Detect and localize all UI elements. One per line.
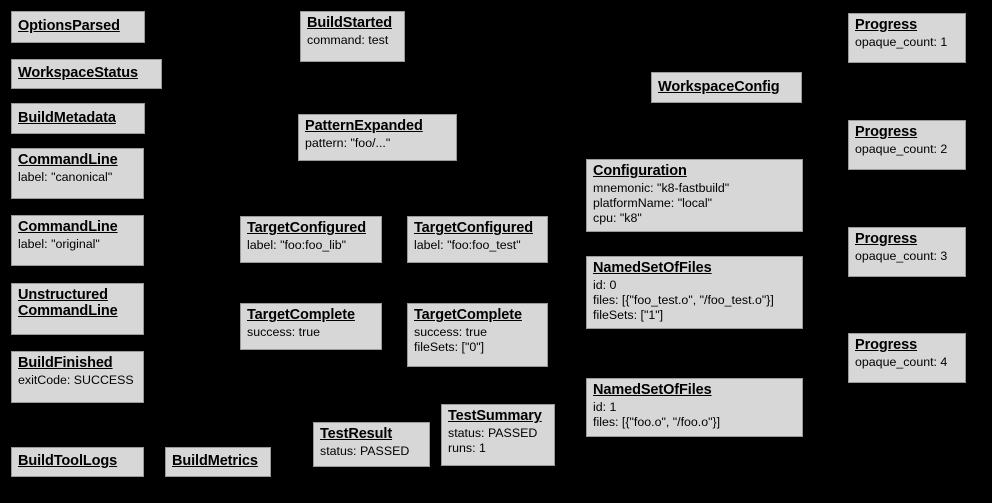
node-title: NamedSetOfFiles bbox=[593, 260, 712, 276]
node-field: fileSets: ["0"] bbox=[414, 340, 485, 355]
node-progress-4[interactable]: Progress opaque_count: 4 bbox=[848, 333, 966, 383]
node-title-line: Unstructured bbox=[18, 287, 108, 303]
node-field: platformName: "local" bbox=[593, 196, 712, 211]
node-fields: label: "original" bbox=[18, 237, 137, 252]
node-title: TestResult bbox=[320, 426, 393, 442]
node-fields: success: true bbox=[247, 325, 375, 340]
node-options-parsed[interactable]: OptionsParsed bbox=[11, 11, 145, 43]
node-progress-2[interactable]: Progress opaque_count: 2 bbox=[848, 120, 966, 170]
node-fields: pattern: "foo/..." bbox=[305, 136, 450, 151]
node-title-line: CommandLine bbox=[18, 303, 118, 320]
node-command-line-canonical[interactable]: CommandLine label: "canonical" bbox=[11, 148, 144, 199]
node-field: opaque_count: 3 bbox=[855, 249, 948, 264]
node-fields: label: "foo:foo_test" bbox=[414, 238, 541, 253]
node-title: TargetComplete bbox=[247, 307, 355, 323]
node-field: opaque_count: 2 bbox=[855, 142, 948, 157]
node-progress-3[interactable]: Progress opaque_count: 3 bbox=[848, 227, 966, 277]
node-field: label: "canonical" bbox=[18, 170, 113, 185]
node-title: BuildToolLogs bbox=[18, 453, 118, 470]
node-title: Progress bbox=[855, 17, 918, 33]
node-title: BuildMetrics bbox=[172, 453, 258, 470]
node-title: Configuration bbox=[593, 163, 687, 179]
node-fields: opaque_count: 4 bbox=[855, 355, 959, 370]
node-field: label: "foo:foo_test" bbox=[414, 238, 521, 253]
node-fields: opaque_count: 3 bbox=[855, 249, 959, 264]
node-field: id: 0 bbox=[593, 278, 617, 293]
node-field: success: true bbox=[247, 325, 320, 340]
node-fields: mnemonic: "k8-fastbuild"platformName: "l… bbox=[593, 181, 796, 226]
node-build-started[interactable]: BuildStarted command: test bbox=[300, 11, 405, 62]
node-pattern-expanded[interactable]: PatternExpanded pattern: "foo/..." bbox=[298, 114, 457, 161]
node-workspace-config[interactable]: WorkspaceConfig bbox=[651, 72, 802, 103]
node-title: TargetConfigured bbox=[414, 220, 533, 236]
node-field: cpu: "k8" bbox=[593, 211, 642, 226]
node-title: BuildStarted bbox=[307, 15, 393, 31]
node-field: status: PASSED bbox=[448, 426, 538, 441]
node-test-result[interactable]: TestResult status: PASSED bbox=[313, 422, 430, 467]
node-field: status: PASSED bbox=[320, 444, 410, 459]
node-title: WorkspaceConfig bbox=[658, 78, 780, 95]
node-fields: command: test bbox=[307, 33, 398, 48]
node-title: CommandLine bbox=[18, 219, 118, 235]
node-field: fileSets: ["1"] bbox=[593, 308, 664, 323]
node-field: opaque_count: 1 bbox=[855, 35, 948, 50]
node-configuration[interactable]: Configuration mnemonic: "k8-fastbuild"pla… bbox=[586, 159, 803, 232]
node-title: Progress bbox=[855, 231, 918, 247]
node-title: NamedSetOfFiles bbox=[593, 382, 712, 398]
node-fields: opaque_count: 1 bbox=[855, 35, 959, 50]
node-title: TargetComplete bbox=[414, 307, 522, 323]
node-title: TargetConfigured bbox=[247, 220, 366, 236]
node-field: exitCode: SUCCESS bbox=[18, 373, 134, 388]
node-fields: opaque_count: 2 bbox=[855, 142, 959, 157]
node-title: BuildMetadata bbox=[18, 109, 116, 126]
node-target-configured-lib[interactable]: TargetConfigured label: "foo:foo_lib" bbox=[240, 216, 382, 263]
node-field: runs: 1 bbox=[448, 441, 486, 456]
node-field: pattern: "foo/..." bbox=[305, 136, 391, 151]
node-field: opaque_count: 4 bbox=[855, 355, 948, 370]
node-title: CommandLine bbox=[18, 152, 118, 168]
node-fields: label: "foo:foo_lib" bbox=[247, 238, 375, 253]
node-title: WorkspaceStatus bbox=[18, 65, 138, 82]
node-field: files: [{"foo_test.o", "/foo_test.o"}] bbox=[593, 293, 774, 308]
node-field: id: 1 bbox=[593, 400, 617, 415]
node-field: files: [{"foo.o", "/foo.o"}] bbox=[593, 415, 721, 430]
node-fields: label: "canonical" bbox=[18, 170, 137, 185]
node-build-finished[interactable]: BuildFinished exitCode: SUCCESS bbox=[11, 351, 144, 403]
node-fields: exitCode: SUCCESS bbox=[18, 373, 137, 388]
node-field: success: true bbox=[414, 325, 487, 340]
node-fields: status: PASSED bbox=[320, 444, 423, 459]
node-title: BuildFinished bbox=[18, 355, 113, 371]
node-title: TestSummary bbox=[448, 408, 542, 424]
node-title: OptionsParsed bbox=[18, 18, 120, 35]
node-command-line-original[interactable]: CommandLine label: "original" bbox=[11, 215, 144, 266]
node-build-metrics[interactable]: BuildMetrics bbox=[165, 447, 271, 477]
node-title: PatternExpanded bbox=[305, 118, 423, 134]
node-progress-1[interactable]: Progress opaque_count: 1 bbox=[848, 13, 966, 63]
node-build-metadata[interactable]: BuildMetadata bbox=[11, 103, 145, 134]
node-field: mnemonic: "k8-fastbuild" bbox=[593, 181, 730, 196]
node-title: Progress bbox=[855, 124, 918, 140]
node-field: label: "foo:foo_lib" bbox=[247, 238, 347, 253]
node-target-configured-test[interactable]: TargetConfigured label: "foo:foo_test" bbox=[407, 216, 548, 263]
node-workspace-status[interactable]: WorkspaceStatus bbox=[11, 59, 162, 89]
node-build-tool-logs[interactable]: BuildToolLogs bbox=[11, 447, 144, 477]
node-title: Progress bbox=[855, 337, 918, 353]
node-target-complete-lib[interactable]: TargetComplete success: true bbox=[240, 303, 382, 350]
node-field: label: "original" bbox=[18, 237, 100, 252]
node-field: command: test bbox=[307, 33, 389, 48]
